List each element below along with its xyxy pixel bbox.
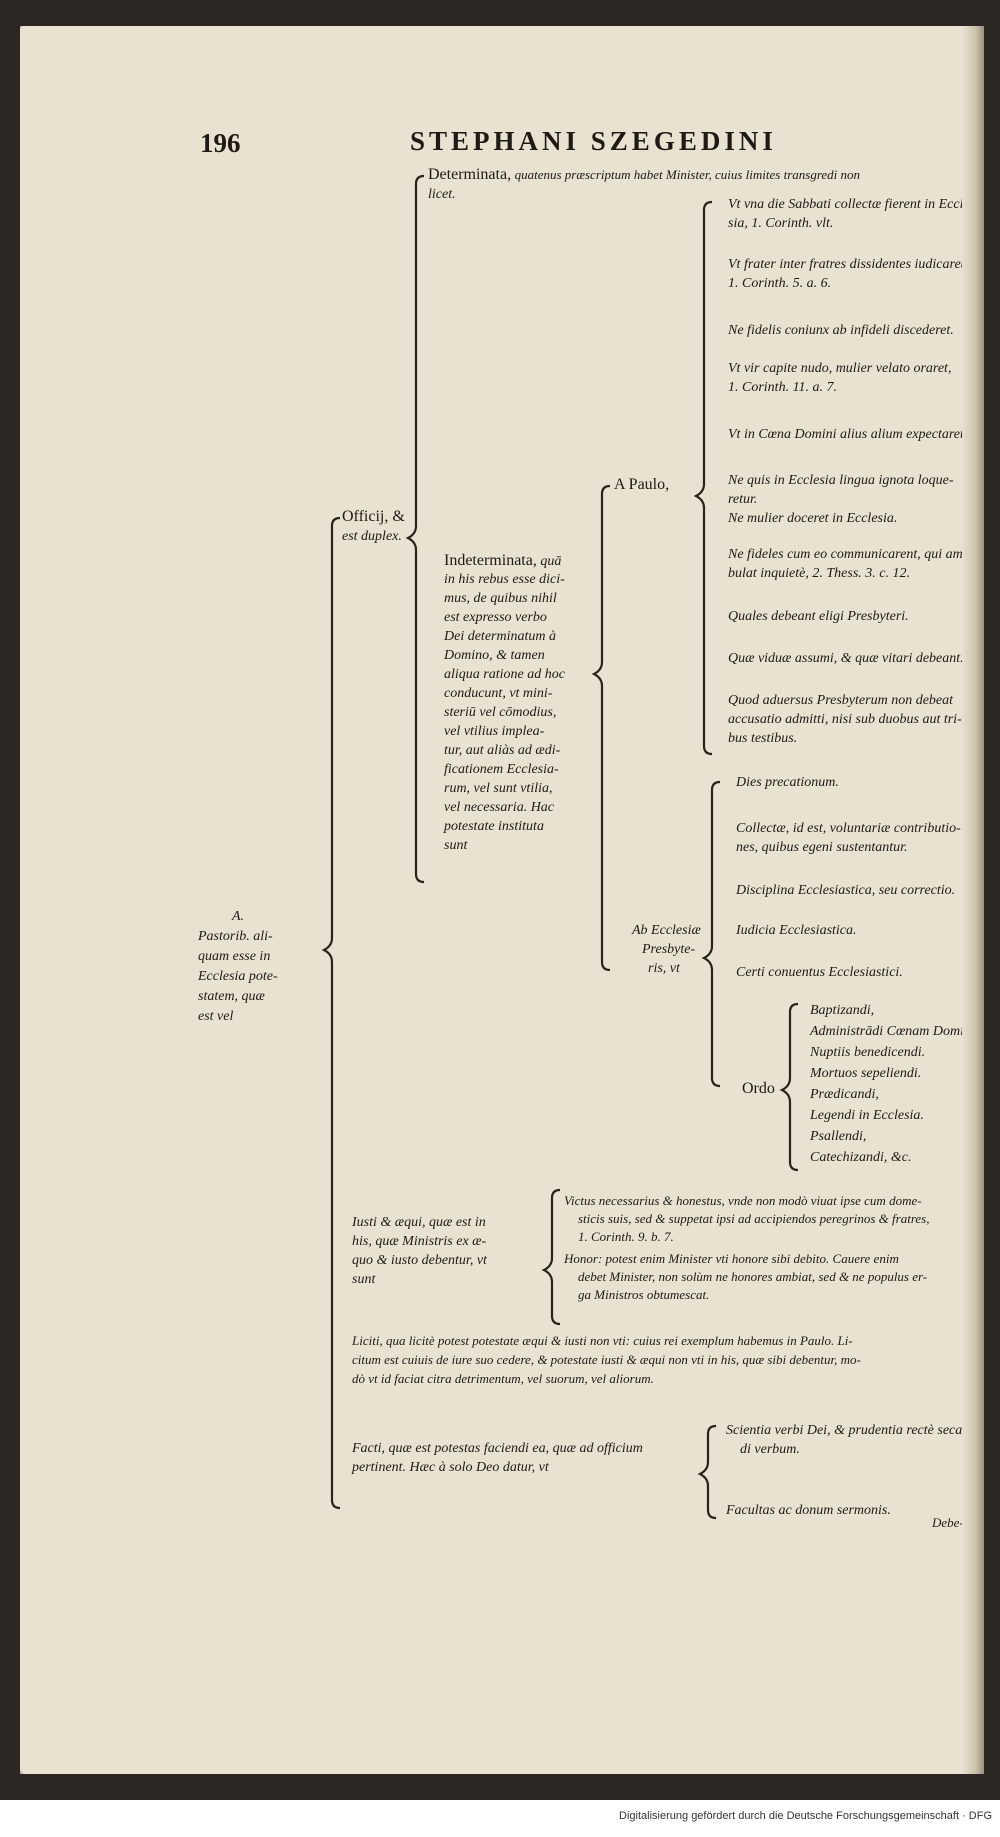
indeterminata-line: quā — [536, 554, 562, 569]
determinata-text: quatenus præscriptum habet Minister, cui… — [514, 167, 861, 182]
a-paulo-item: sia, 1. Corinth. vlt. — [728, 216, 834, 231]
indeterminata-line: vel necessaria. Hac — [444, 800, 555, 815]
indeterminata-line: Domino, & tamen — [444, 648, 545, 663]
iusti-item: 1. Corinth. 9. b. 7. — [578, 1229, 674, 1244]
footer-credit: Digitalisierung gefördert durch die Deut… — [619, 1810, 992, 1822]
facti-item: di verbum. — [740, 1442, 800, 1457]
iusti-item: Victus necessarius & honestus, vnde non … — [564, 1193, 922, 1208]
indeterminata-line: steriū vel cōmodius, — [444, 705, 557, 720]
facti-line: Facti, quæ est potestas faciendi ea, quæ… — [352, 1441, 643, 1456]
indeterminata-line: aliqua ratione ad hoc — [444, 667, 565, 682]
determinata-text: licet. — [428, 187, 456, 202]
ordo-item: Prædicandi, — [810, 1087, 879, 1102]
facti-bracket — [697, 1424, 717, 1520]
running-title: STEPHANI SZEGEDINI — [410, 126, 777, 156]
a-paulo-item: Vt vna die Sabbati collectæ fierent in E… — [728, 197, 975, 212]
ab-ecclesiae-item: nes, quibus egeni sustentantur. — [736, 840, 908, 855]
indeterminata-line: Dei determinatum à — [444, 629, 556, 644]
iusti-item: ga Ministros obtumescat. — [578, 1287, 710, 1302]
indeterminata-line: tur, aut aliàs ad ædi- — [444, 743, 561, 758]
facti-line: pertinent. Hæc à solo Deo datur, vt — [352, 1460, 549, 1475]
indeterminata-line: sunt — [444, 838, 468, 853]
indeterminata-line: conducunt, vt mini- — [444, 686, 553, 701]
officij-label: est duplex. — [342, 529, 402, 544]
indeterminata-head: Indeterminata, — [444, 552, 537, 569]
catchword: Debe- — [932, 1515, 964, 1530]
iusti-line: sunt — [352, 1272, 376, 1287]
iusti-line: quo & iusto debentur, vt — [352, 1253, 487, 1268]
ordo-item: Administrādi Cœnam Domini. — [810, 1024, 979, 1039]
iusti-item: sticis suis, sed & suppetat ipsi ad acci… — [578, 1211, 930, 1226]
ab-ecclesiae-line: Presbyte- — [642, 942, 696, 957]
page-number: 196 — [200, 128, 241, 158]
ordo-item: Baptizandi, — [810, 1003, 875, 1018]
root-line: statem, quæ — [198, 989, 265, 1004]
indeterminata-line: in his rebus esse dici- — [444, 572, 565, 587]
indeterminata-line: est expresso verbo — [444, 610, 547, 625]
ordo-item: Legendi in Ecclesia. — [810, 1108, 924, 1123]
officij-bracket — [405, 174, 425, 884]
liciti-line: Liciti, qua licitè potest potestate æqui… — [352, 1333, 853, 1348]
indeterminata-line: ficationem Ecclesia- — [444, 762, 559, 777]
indeterminata-bracket — [591, 484, 611, 972]
ab-ecclesiae-item: Dies precationum. — [736, 775, 839, 790]
ordo-item: Nuptiis benedicendi. — [810, 1045, 926, 1060]
ab-ecclesiae-bracket — [701, 780, 721, 1088]
ordo-item: Psallendi, — [810, 1129, 867, 1144]
ordo-label: Ordo — [742, 1080, 775, 1097]
indeterminata-line: mus, de quibus nihil — [444, 591, 557, 606]
ab-ecclesiae-line: ris, vt — [648, 961, 680, 976]
a-paulo-item: Quod aduersus Presbyterum non debeat — [728, 693, 954, 708]
root-line: Pastorib. ali- — [198, 929, 273, 944]
ordo-item: Mortuos sepeliendi. — [810, 1066, 922, 1081]
ab-ecclesiae-item: Certi conuentus Ecclesiastici. — [736, 965, 903, 980]
ab-ecclesiae-item: Disciplina Ecclesiastica, seu correctio. — [736, 883, 956, 898]
liciti-line: citum est cuiuis de iure suo cedere, & p… — [352, 1352, 861, 1367]
ordo-bracket — [779, 1002, 799, 1172]
root-bracket — [321, 516, 341, 1510]
a-paulo-item: bulat inquietè, 2. Thess. 3. c. 12. — [728, 566, 910, 581]
ab-ecclesiae-item: Iudicia Ecclesiastica. — [736, 923, 857, 938]
iusti-line: his, quæ Ministris ex æ- — [352, 1234, 487, 1249]
a-paulo-item: Ne quis in Ecclesia lingua ignota loque- — [728, 473, 954, 488]
ab-ecclesiae-item: Collectæ, id est, voluntariæ contributio… — [736, 821, 961, 836]
officij-label: Officij, & — [342, 508, 405, 525]
a-paulo-item: retur. — [728, 492, 758, 507]
root-line: A. — [232, 909, 245, 924]
iusti-item: debet Minister, non solùm ne honores amb… — [578, 1269, 928, 1284]
a-paulo-label: A Paulo, — [614, 476, 670, 493]
a-paulo-item: accusatio admitti, nisi sub duobus aut t… — [728, 712, 962, 727]
liciti-line: dò vt id faciat citra detrimentum, vel s… — [352, 1371, 654, 1386]
page-edge — [962, 26, 984, 1774]
a-paulo-bracket — [693, 200, 713, 756]
ab-ecclesiae-line: Ab Ecclesiæ — [632, 923, 701, 938]
a-paulo-item: Ne fidelis coniunx ab infideli discedere… — [728, 323, 954, 338]
indeterminata-line: rum, vel sunt vtilia, — [444, 781, 553, 796]
facti-item: Scientia verbi Dei, & prudentia rectè se… — [726, 1423, 981, 1438]
root-line: est vel — [198, 1009, 234, 1024]
a-paulo-item: Ne fideles cum eo communicarent, qui am- — [728, 547, 968, 562]
a-paulo-item: 1. Corinth. 5. a. 6. — [728, 276, 832, 291]
a-paulo-item: Ne mulier doceret in Ecclesia. — [728, 511, 898, 526]
facti-item: Facultas ac donum sermonis. — [726, 1503, 891, 1518]
footer-bar: Digitalisierung gefördert durch die Deut… — [0, 1800, 1000, 1837]
indeterminata-line: vel vtilius implea- — [444, 724, 545, 739]
a-paulo-item: Quæ viduæ assumi, & quæ vitari debeant. — [728, 651, 964, 666]
a-paulo-item: Vt vir capite nudo, mulier velato oraret… — [728, 361, 952, 376]
indeterminata-line: potestate instituta — [444, 819, 544, 834]
a-paulo-item: bus testibus. — [728, 731, 798, 746]
iusti-item: Honor: potest enim Minister vti honore s… — [564, 1251, 899, 1266]
root-line: quam esse in — [198, 949, 271, 964]
root-line: Ecclesia pote- — [198, 969, 278, 984]
a-paulo-item: Quales debeant eligi Presbyteri. — [728, 609, 909, 624]
iusti-bracket — [541, 1188, 561, 1326]
a-paulo-item: Vt in Cœna Domini alius alium expectaret… — [728, 427, 968, 442]
determinata-head: Determinata, — [428, 166, 512, 183]
a-paulo-item: Vt frater inter fratres dissidentes iudi… — [728, 257, 969, 272]
iusti-line: Iusti & æqui, quæ est in — [352, 1215, 486, 1230]
book-page: 196 STEPHANI SZEGEDINI A. Pastorib. ali-… — [20, 26, 982, 1774]
a-paulo-item: 1. Corinth. 11. a. 7. — [728, 380, 838, 395]
ordo-item: Catechizandi, &c. — [810, 1150, 912, 1165]
